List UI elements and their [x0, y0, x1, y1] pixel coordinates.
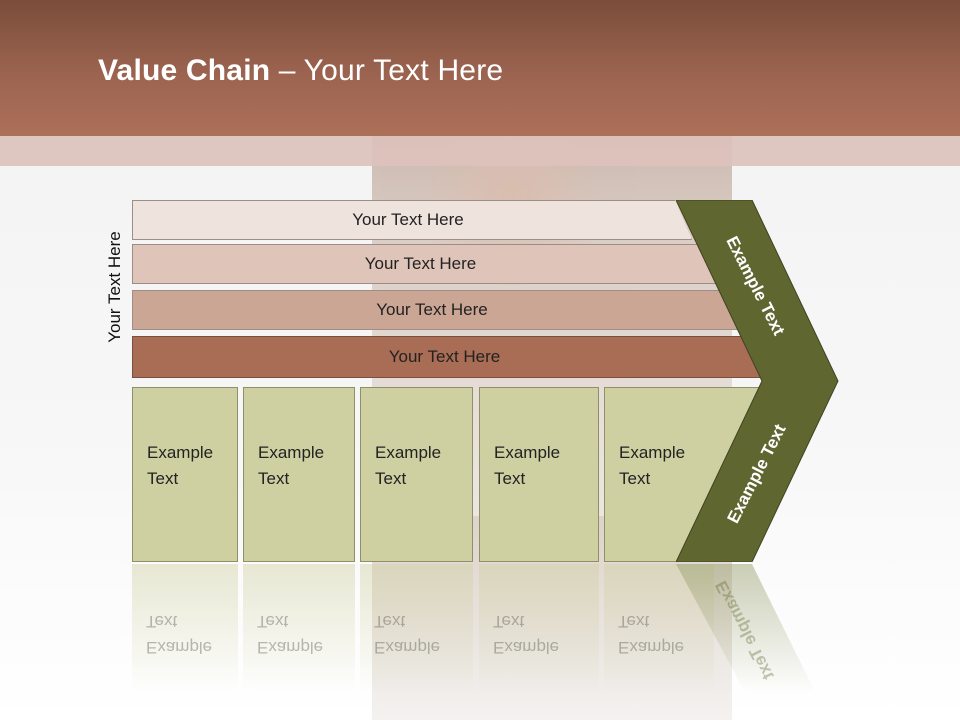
column-reflection: Example Text	[132, 564, 238, 694]
primary-column-1-line1: Example	[147, 443, 214, 462]
primary-column-3-line1: Example	[375, 443, 442, 462]
side-label: Your Text Here	[105, 231, 124, 343]
primary-column-2-line1: Example	[258, 443, 325, 462]
primary-column-2-line2: Text	[258, 469, 290, 488]
reflection-line: Text	[257, 612, 289, 631]
primary-column-3-line2: Text	[375, 469, 407, 488]
column-reflection: Example Text	[479, 564, 599, 694]
slide-title: Value Chain – Your Text Here	[98, 54, 503, 88]
primary-column-4-line2: Text	[494, 469, 526, 488]
reflection-line: Text	[618, 612, 650, 631]
support-row-1: Your Text Here	[132, 200, 692, 240]
primary-column-5-line2: Text	[619, 469, 651, 488]
reflection-line: Example	[618, 638, 685, 657]
primary-column-3: Example Text	[360, 387, 473, 562]
reflection-line: Example	[493, 638, 560, 657]
reflection-line: Example	[146, 638, 213, 657]
reflection-line: Text	[146, 612, 178, 631]
primary-column-1-line2: Text	[147, 469, 179, 488]
reflection-line: Text	[493, 612, 525, 631]
primary-column-4: Example Text	[479, 387, 599, 562]
reflection-line: Example	[374, 638, 441, 657]
support-row-1-label: Your Text Here	[352, 210, 464, 229]
column-reflection: Example Text	[360, 564, 473, 694]
slide-title-rest: – Your Text Here	[270, 54, 504, 87]
primary-column-2: Example Text	[243, 387, 355, 562]
support-row-2-label: Your Text Here	[364, 254, 477, 273]
support-row-4: Your Text Here	[132, 336, 765, 378]
support-row-2: Your Text Here	[132, 244, 717, 284]
reflection-line: Text	[374, 612, 406, 631]
title-bar-strip	[0, 136, 960, 166]
reflection-line: Example	[257, 638, 324, 657]
support-row-3: Your Text Here	[132, 290, 740, 330]
primary-column-1: Example Text	[132, 387, 238, 562]
chevron-reflection	[676, 564, 816, 694]
support-row-4-label: Your Text Here	[388, 347, 501, 366]
column-reflection: Example Text	[243, 564, 355, 694]
margin-chevron	[676, 200, 839, 562]
slide-title-bold: Value Chain	[98, 54, 271, 87]
primary-column-5-line1: Example	[619, 443, 686, 462]
title-bar	[0, 0, 960, 136]
primary-column-4-line1: Example	[494, 443, 561, 462]
support-row-3-label: Your Text Here	[376, 300, 488, 319]
